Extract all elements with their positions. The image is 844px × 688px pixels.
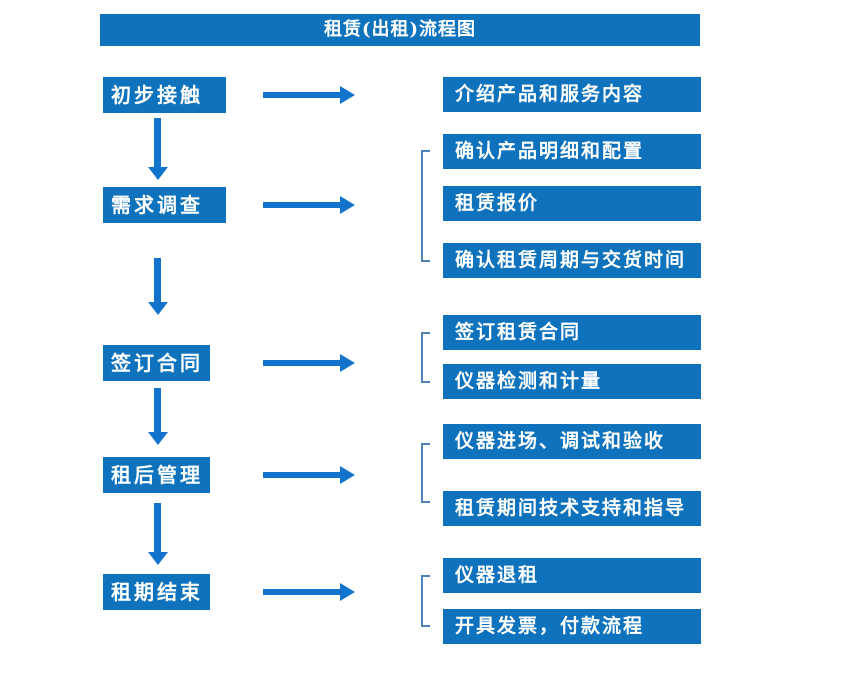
group-bracket xyxy=(421,332,430,383)
group-bracket xyxy=(421,575,430,627)
arrow-down-icon xyxy=(148,388,168,445)
stage-box-sign-contract: 签订合同 xyxy=(103,345,210,381)
arrow-right-icon xyxy=(263,86,355,104)
arrow-down-icon xyxy=(148,258,168,315)
stage-box-initial-contact: 初步接触 xyxy=(103,77,226,113)
group-bracket xyxy=(421,150,430,262)
arrow-down-icon xyxy=(148,118,168,180)
detail-box-intro-services: 介绍产品和服务内容 xyxy=(443,77,701,112)
arrow-right-icon xyxy=(263,466,355,484)
detail-box-instrument-return: 仪器退租 xyxy=(443,558,701,593)
arrow-right-icon xyxy=(263,354,355,372)
stage-box-demand-survey: 需求调查 xyxy=(103,187,226,223)
detail-box-confirm-product-config: 确认产品明细和配置 xyxy=(443,134,701,169)
detail-box-instrument-setup-acceptance: 仪器进场、调试和验收 xyxy=(443,424,701,459)
arrow-right-icon xyxy=(263,196,355,214)
detail-box-tech-support: 租赁期间技术支持和指导 xyxy=(443,491,701,526)
detail-box-confirm-period-delivery: 确认租赁周期与交货时间 xyxy=(443,243,701,278)
detail-box-sign-rental-contract: 签订租赁合同 xyxy=(443,315,701,350)
detail-box-rental-quote: 租赁报价 xyxy=(443,186,701,221)
arrow-right-icon xyxy=(263,583,355,601)
arrow-down-icon xyxy=(148,503,168,565)
stage-box-post-rental-management: 租后管理 xyxy=(103,457,210,493)
detail-box-instrument-inspection: 仪器检测和计量 xyxy=(443,364,701,399)
group-bracket xyxy=(421,443,430,503)
stage-box-rental-end: 租期结束 xyxy=(103,574,210,610)
page-title: 租赁(出租)流程图 xyxy=(100,14,700,46)
detail-box-invoice-payment: 开具发票，付款流程 xyxy=(443,609,701,644)
